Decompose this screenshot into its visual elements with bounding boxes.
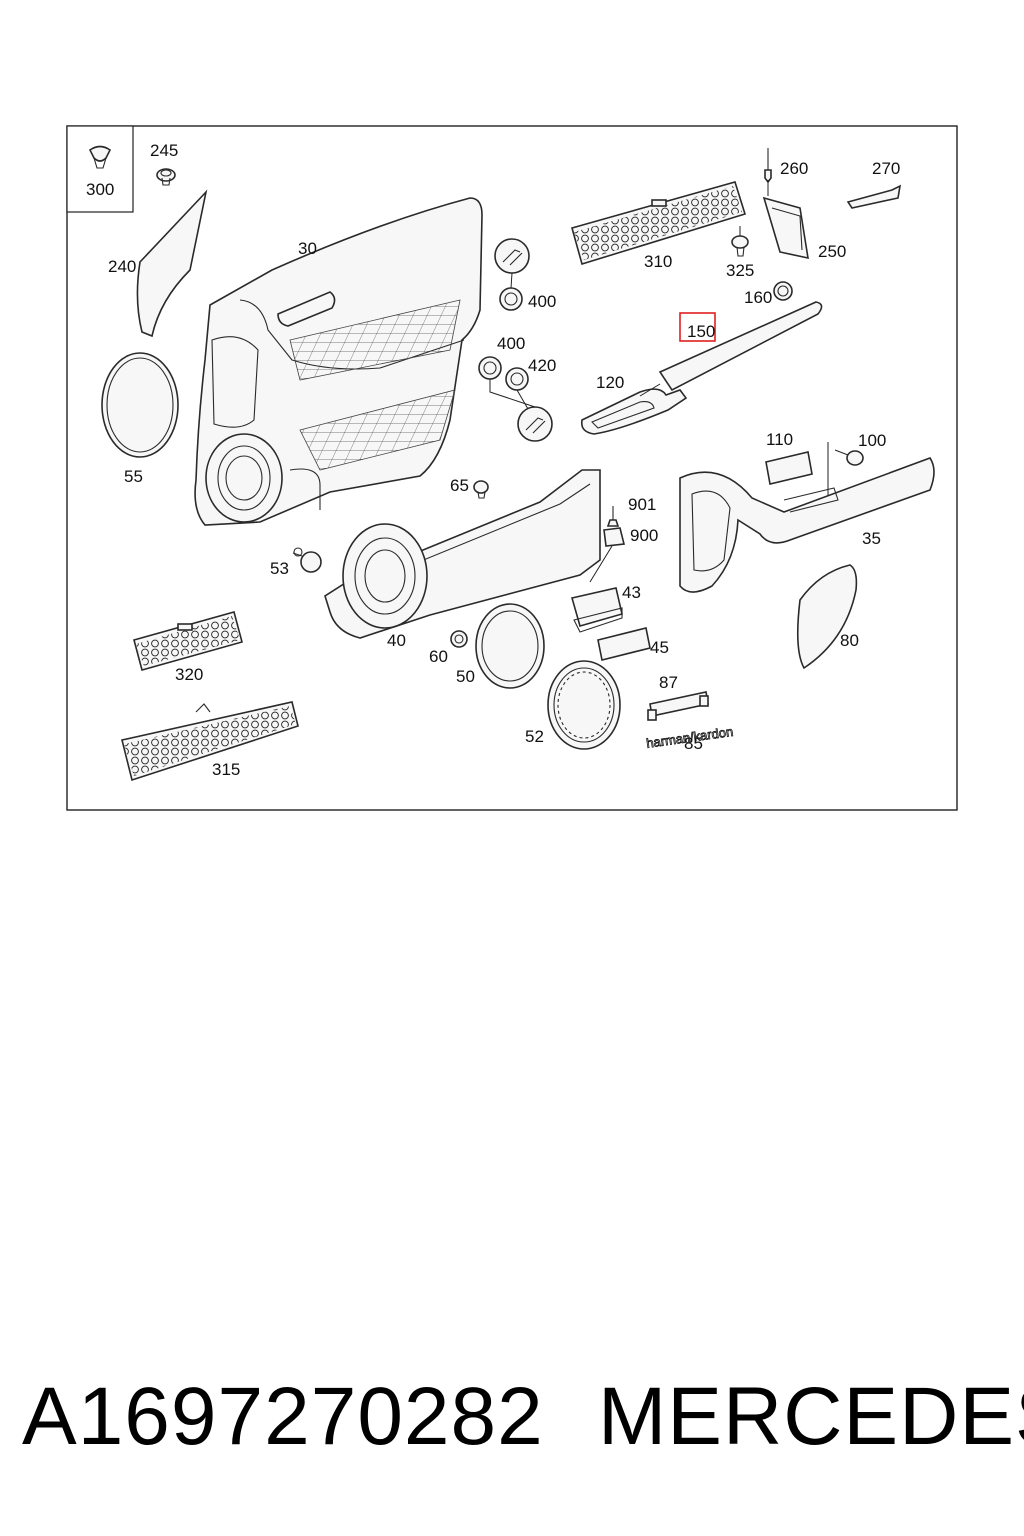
part-245-fastener (156, 168, 176, 186)
callout-45: 45 (650, 638, 669, 657)
callout-150: 150 (687, 322, 715, 341)
callout-100: 100 (858, 431, 886, 450)
part-240-trim (136, 189, 208, 338)
part-87-bracket (647, 691, 709, 721)
callout-85: 85 (684, 734, 703, 753)
callout-87: 87 (659, 673, 678, 692)
callout-160: 160 (744, 288, 772, 307)
callout-300: 300 (86, 180, 114, 199)
highlight-box-150 (679, 312, 716, 342)
callout-65: 65 (450, 476, 469, 495)
part-250-bracket (762, 196, 809, 260)
callout-60: 60 (429, 647, 448, 666)
callout-310: 310 (644, 252, 672, 271)
callout-50: 50 (456, 667, 475, 686)
callout-110: 110 (766, 430, 793, 449)
callout-35: 35 (862, 529, 881, 548)
callout-55: 55 (124, 467, 143, 486)
callout-53: 53 (270, 559, 289, 578)
part-300-clip (88, 145, 112, 169)
callout-30: 30 (298, 239, 317, 258)
callout-80: 80 (840, 631, 859, 650)
callout-901: 901 (628, 495, 656, 514)
part-65-screw (473, 480, 489, 499)
part-160-grommet (773, 281, 793, 301)
footer: A1697270282 MERCEDES (0, 1370, 1024, 1470)
inset-box-300 (66, 125, 134, 213)
callout-43: 43 (622, 583, 641, 602)
callout-420: 420 (528, 356, 556, 375)
part-315-grille (121, 701, 299, 782)
leader-lines (639, 180, 769, 397)
callout-245: 245 (150, 141, 178, 160)
part-40-lower-panel (324, 469, 601, 639)
part-80-cover (796, 564, 858, 670)
part-400-420-plugs (478, 238, 553, 442)
callout-400b: 400 (497, 334, 525, 353)
callout-270: 270 (872, 159, 900, 178)
part-260-pin (764, 148, 772, 184)
callout-40: 40 (387, 631, 406, 650)
part-320-grille (133, 611, 243, 671)
callout-320: 320 (175, 665, 203, 684)
callout-52: 52 (525, 727, 544, 746)
callout-900: 900 (630, 526, 658, 545)
part-325-screw (731, 235, 749, 257)
brand-name: MERCEDES (598, 1371, 1024, 1462)
callout-250: 250 (818, 242, 846, 261)
part-55-ring (101, 352, 179, 458)
part-43-lamp (570, 587, 623, 633)
part-100-screw (834, 449, 864, 466)
part-45-lens (597, 627, 651, 661)
part-110-cover (765, 451, 813, 485)
part-52-ring (547, 660, 621, 750)
part-120-handle (580, 388, 688, 435)
part-60-grommet (450, 630, 468, 648)
part-270-clip (846, 184, 902, 209)
part-310-grille (571, 181, 747, 266)
part-900-socket (589, 527, 625, 583)
callout-325: 325 (726, 261, 754, 280)
part-30-door-panel (194, 197, 483, 526)
callout-400a: 400 (528, 292, 556, 311)
part-35-armrest (679, 442, 935, 593)
callout-120: 120 (596, 373, 624, 392)
callout-240: 240 (108, 257, 136, 276)
part-901-bulb (606, 506, 620, 527)
callout-315: 315 (212, 760, 240, 779)
part-150-trim-strip (658, 301, 823, 392)
part-number: A1697270282 (22, 1371, 544, 1462)
callout-260: 260 (780, 159, 808, 178)
part-50-ring (475, 603, 545, 689)
part-53-clip (292, 547, 322, 573)
